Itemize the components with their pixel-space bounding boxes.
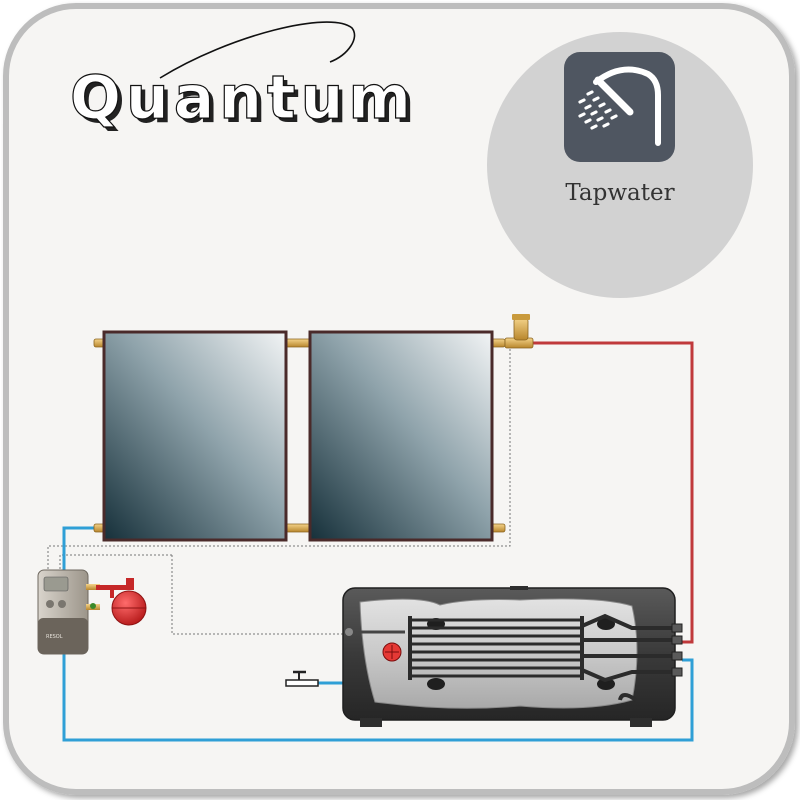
solar-collector-left (102, 330, 288, 542)
heat-exchanger-coil (408, 616, 584, 680)
hot-flow-pipe (530, 341, 694, 644)
mode-badge-circle (487, 32, 753, 298)
expansion-vessel (96, 578, 147, 626)
mode-badge[interactable]: Tapwater (487, 32, 753, 298)
pump-station: RESOL (37, 569, 100, 655)
storage-tank (342, 586, 683, 727)
cold-return-pipe (62, 526, 694, 742)
mode-badge-label: Tapwater (565, 180, 674, 206)
tank-port-fittings (671, 623, 683, 677)
tank-inlet-pipes (581, 613, 680, 702)
tank-thermostat (382, 642, 402, 662)
shower-icon-tile (564, 52, 675, 162)
brand-name: Quantum (70, 63, 416, 133)
shower-icon (578, 66, 661, 146)
tapwater-outlet-valve (285, 670, 319, 687)
tank-cutaway (359, 598, 638, 709)
solar-collector-right (308, 330, 494, 542)
brand-name-shadow: Quantum (74, 67, 420, 137)
brand-logo: Quantum Quantum (69, 21, 420, 137)
controller-badge: RESOL (46, 634, 63, 640)
logo-swoosh (159, 21, 356, 79)
air-vent-valve (504, 314, 534, 349)
